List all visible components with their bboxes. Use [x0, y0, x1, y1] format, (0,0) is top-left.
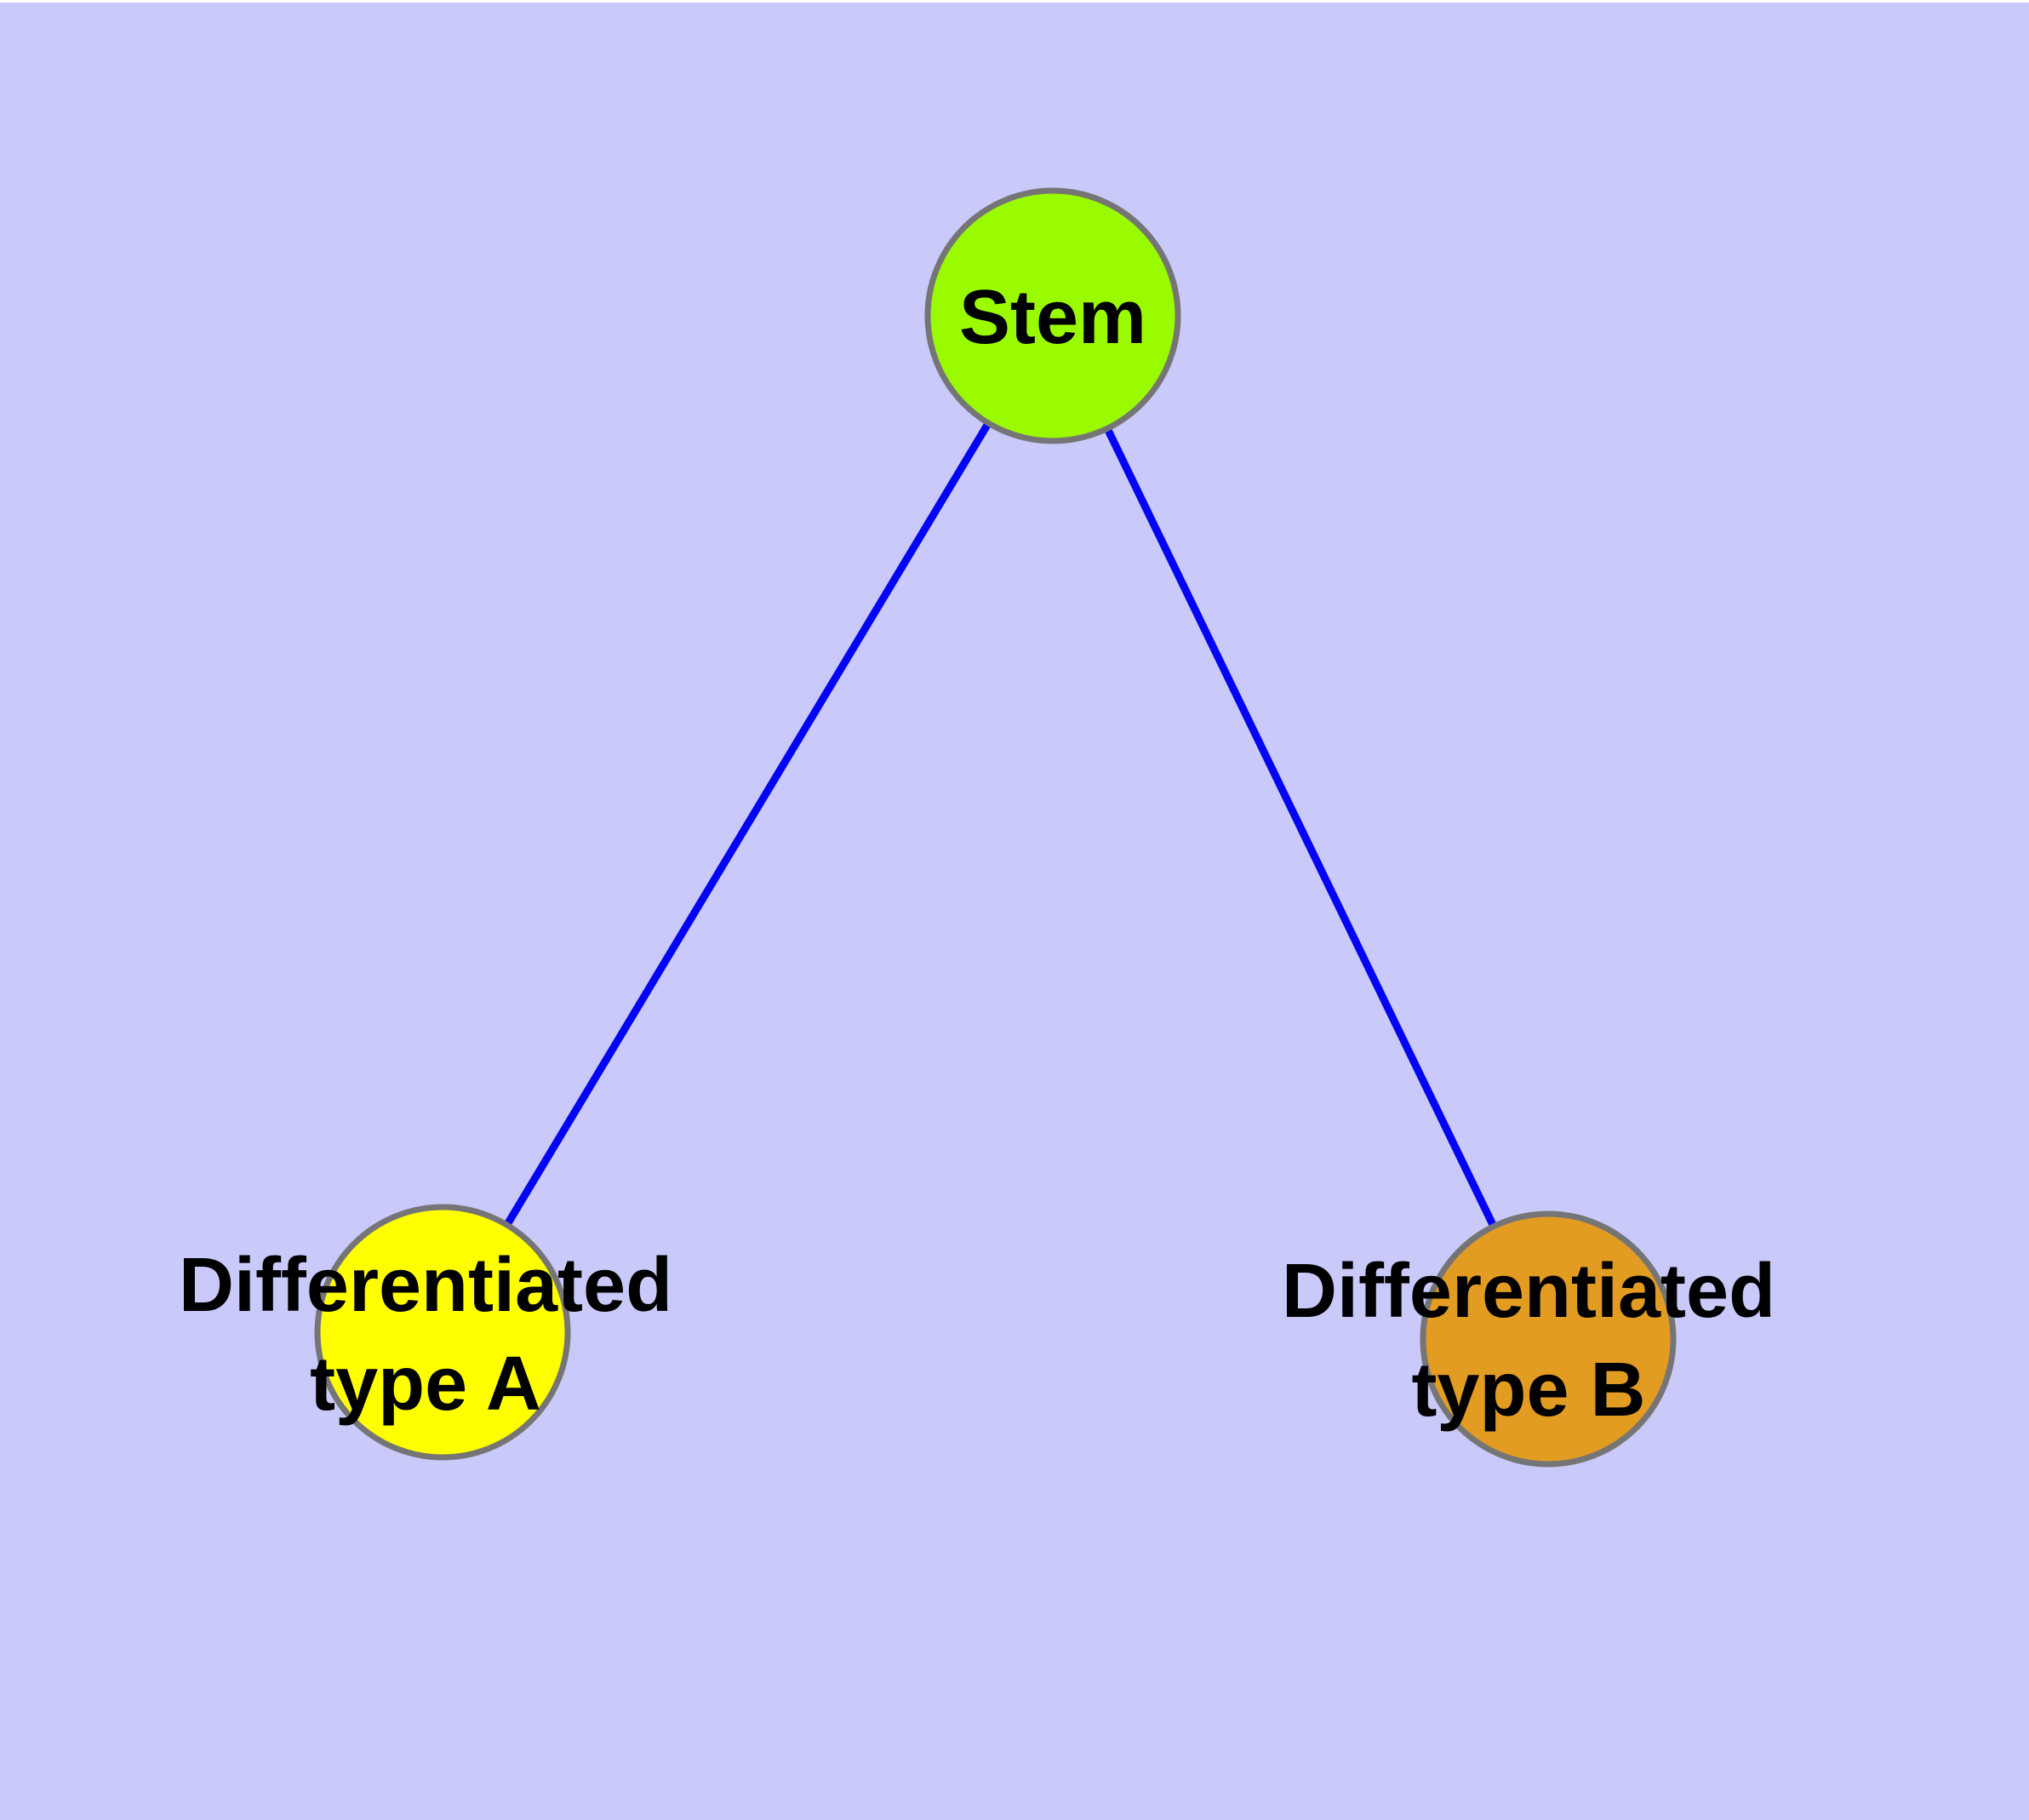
- node-type-b-label: Differentiated type B: [1281, 1249, 1776, 1433]
- top-margin-strip: [0, 0, 2029, 3]
- edge-stem-to-type-b: [1049, 314, 1552, 1341]
- node-type-a-label: Differentiated type A: [178, 1243, 673, 1427]
- edge-stem-to-type-a: [439, 313, 1056, 1335]
- node-stem-label: Stem: [958, 275, 1147, 360]
- node-type-b-circle: [1420, 1210, 1677, 1468]
- node-type-a-circle: [314, 1204, 571, 1461]
- node-stem-circle: [924, 187, 1181, 444]
